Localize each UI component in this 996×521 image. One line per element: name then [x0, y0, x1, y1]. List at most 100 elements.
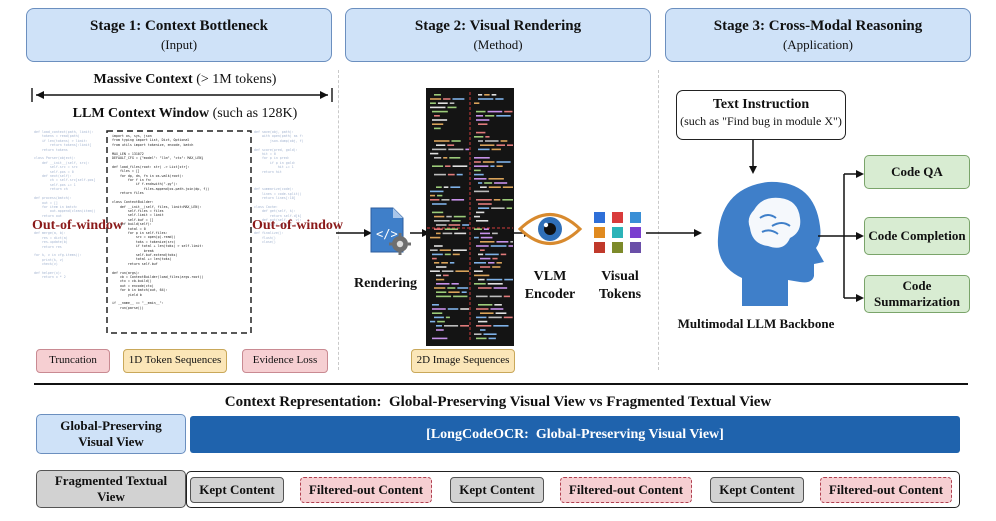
code-line-stroke — [456, 173, 463, 176]
code-line-stroke — [436, 232, 441, 235]
code-line-stroke — [434, 173, 446, 176]
code-line-stroke — [444, 228, 459, 230]
code-line-stroke — [484, 94, 490, 96]
code-line-stroke — [485, 140, 499, 142]
section-divider — [34, 383, 968, 385]
kept-content-2: Kept Content — [450, 477, 544, 503]
code-line-stroke — [448, 224, 461, 226]
code-line-stroke — [451, 283, 459, 285]
code-line-stroke — [436, 266, 447, 268]
code-line-stroke — [478, 278, 485, 281]
code-line-stroke — [502, 186, 513, 188]
code-line-stroke — [480, 257, 491, 260]
code-line-stroke — [444, 253, 451, 256]
code-line-stroke — [434, 262, 440, 264]
code-line-stroke — [465, 148, 469, 151]
code-line-stroke — [488, 178, 504, 180]
code-line-stroke — [437, 320, 445, 323]
code-line-stroke — [496, 262, 502, 264]
code-line-stroke — [489, 295, 502, 298]
code-line-stroke — [474, 283, 486, 285]
code-line-stroke — [478, 148, 490, 151]
code-line-stroke — [452, 249, 467, 251]
code-line-stroke — [474, 262, 487, 264]
fragmented-view-label: Fragmented Textual View — [36, 470, 186, 508]
code-line-stroke — [480, 186, 487, 188]
arrow-to-rendering — [336, 229, 372, 237]
code-line-stroke — [494, 182, 508, 184]
head-icon — [717, 181, 824, 306]
code-line-stroke — [451, 199, 465, 201]
code-line-stroke — [441, 270, 454, 272]
context-window-rest: (such as 128K) — [212, 106, 298, 121]
code-line-stroke — [434, 316, 444, 319]
code-line-stroke — [452, 98, 465, 100]
code-line-stroke — [453, 215, 466, 218]
code-line-stroke — [474, 228, 482, 230]
code-line-stroke — [460, 308, 469, 310]
code-line-stroke — [476, 110, 486, 113]
code-line-stroke — [510, 241, 513, 243]
code-line-stroke — [432, 337, 448, 340]
code-line-stroke — [432, 148, 447, 151]
out-of-window-right: Out-of-window — [252, 218, 344, 233]
code-line-stroke — [488, 262, 495, 264]
code-line-stroke — [485, 115, 495, 117]
code-line-stroke — [450, 186, 461, 188]
code-line-stroke — [485, 136, 490, 138]
rendering-label: Rendering — [354, 276, 417, 291]
massive-context-bold: Massive Context — [93, 72, 193, 87]
code-line-stroke — [474, 136, 484, 138]
visual-token — [630, 242, 641, 253]
code-line-stroke — [436, 283, 450, 285]
code-line-stroke — [430, 270, 440, 272]
visual-tokens-grid — [594, 212, 644, 254]
context-window-frame — [106, 130, 252, 334]
code-line-stroke — [432, 257, 437, 260]
code-line-stroke — [430, 190, 444, 193]
visual-tokens-line1: Visual — [601, 269, 639, 284]
code-line-stroke — [476, 245, 489, 247]
code-line-stroke — [483, 333, 497, 335]
code-line-stroke — [478, 287, 492, 289]
code-line-stroke — [500, 253, 507, 256]
code-line-stroke — [430, 152, 439, 155]
code-line-stroke — [490, 245, 507, 247]
code-line-stroke — [443, 274, 449, 277]
code-line-stroke — [480, 144, 495, 146]
divider-2 — [658, 70, 659, 370]
code-line-stroke — [436, 274, 442, 277]
rendering-file-icon: </> — [370, 207, 411, 255]
code-line-stroke — [491, 148, 501, 151]
code-line-stroke — [474, 333, 482, 335]
code-line-stroke — [461, 291, 467, 293]
code-line-stroke — [480, 312, 494, 314]
code-line-stroke — [432, 308, 446, 310]
code-line-stroke — [478, 94, 483, 96]
code-line-stroke — [430, 249, 438, 251]
task-code-completion: Code Completion — [864, 217, 970, 255]
code-line-stroke — [441, 262, 448, 264]
code-line-stroke — [455, 270, 469, 272]
code-line-stroke — [508, 245, 513, 247]
code-line-stroke — [492, 257, 498, 260]
code-line-stroke — [448, 148, 464, 151]
code-line-stroke — [487, 283, 503, 285]
arrow-instruction-down — [749, 140, 757, 174]
code-line-stroke — [474, 169, 481, 172]
code-line-stroke — [430, 320, 436, 323]
code-line-stroke — [447, 308, 459, 310]
visual-token — [612, 212, 623, 223]
code-line-stroke — [451, 220, 461, 222]
code-line-stroke — [436, 291, 447, 293]
code-line-stroke — [444, 325, 459, 327]
code-line-stroke — [495, 98, 504, 100]
code-line-stroke — [445, 165, 451, 167]
text-instruction-sub: (such as "Find bug in module X") — [680, 114, 842, 128]
eye-icon — [517, 213, 583, 245]
fragmented-view-track — [186, 471, 960, 508]
stage-1-header: Stage 1: Context Bottleneck (Input) — [26, 8, 332, 62]
context-window-label: LLM Context Window (such as 128K) — [40, 106, 330, 122]
code-line-stroke — [447, 173, 455, 176]
code-line-stroke — [496, 165, 503, 167]
